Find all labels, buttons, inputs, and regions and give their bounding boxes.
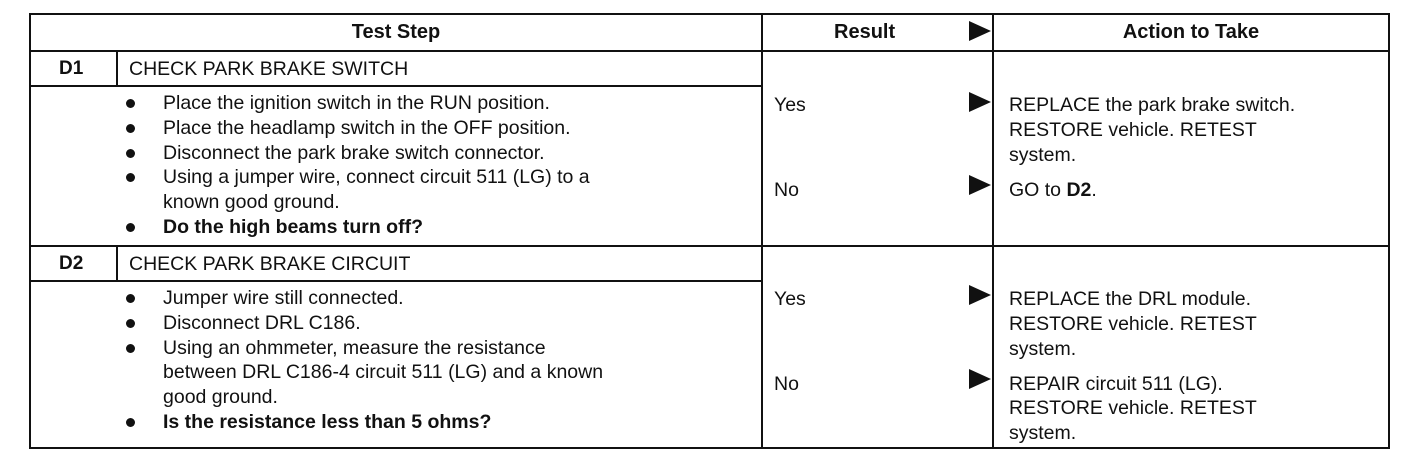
bullet-icon (126, 344, 135, 353)
d2-bullet-3-cont: between DRL C186-4 circuit 511 (LG) and … (163, 361, 604, 383)
d2-bullet-3-cont2: good ground. (163, 386, 278, 408)
bullet-icon (126, 319, 135, 328)
d1-title-divider (31, 85, 761, 87)
d1-bullet-4-cont: known good ground. (163, 191, 340, 213)
d1-result-no: No (774, 179, 799, 201)
header-result: Result (834, 21, 896, 43)
d1-result-yes: Yes (774, 94, 806, 116)
d2-no-action-1: REPAIR circuit 511 (LG). (1009, 373, 1223, 395)
column-divider-action (992, 15, 994, 447)
bullet-icon (126, 173, 135, 182)
step-title-d2: CHECK PARK BRAKE CIRCUIT (129, 253, 411, 275)
step-title-d1: CHECK PARK BRAKE SWITCH (129, 58, 409, 80)
step-id-d2: D2 (59, 253, 84, 274)
diagnostic-table: Test Step Result Action to Take D1 CHECK… (29, 13, 1390, 449)
d2-yes-action-2: RESTORE vehicle. RETEST (1009, 313, 1257, 335)
column-divider-result (761, 15, 763, 447)
header-arrow-icon (969, 21, 991, 41)
d2-no-action-3: system. (1009, 422, 1077, 444)
bullet-icon (126, 223, 135, 232)
d1-bullet-1: Place the ignition switch in the RUN pos… (163, 92, 550, 114)
d1-no-arrow-icon (969, 175, 991, 195)
bullet-icon (126, 418, 135, 427)
d2-result-no: No (774, 373, 799, 395)
d2-no-arrow-icon (969, 369, 991, 389)
d2-bullet-2: Disconnect DRL C186. (163, 312, 361, 334)
bullet-icon (126, 124, 135, 133)
d2-no-action-2: RESTORE vehicle. RETEST (1009, 397, 1257, 419)
header-divider (31, 50, 1388, 52)
d2-title-divider (31, 280, 761, 282)
d2-question: Is the resistance less than 5 ohms? (163, 411, 492, 433)
d2-bullet-3: Using an ohmmeter, measure the resistanc… (163, 337, 546, 359)
d2-result-yes: Yes (774, 288, 806, 310)
header-action: Action to Take (1122, 21, 1260, 43)
d1-yes-action-3: system. (1009, 144, 1077, 166)
bullet-icon (126, 149, 135, 158)
d1-yes-arrow-icon (969, 92, 991, 112)
d2-yes-action-1: REPLACE the DRL module. (1009, 288, 1252, 310)
step-id-d1: D1 (59, 58, 84, 79)
bullet-icon (126, 294, 135, 303)
d2-bullet-1: Jumper wire still connected. (163, 287, 404, 309)
d1-yes-action-1: REPLACE the park brake switch. (1009, 94, 1296, 116)
d2-yes-arrow-icon (969, 285, 991, 305)
bullet-icon (126, 99, 135, 108)
step-id-divider-d2 (116, 245, 118, 282)
d1-yes-action-2: RESTORE vehicle. RETEST (1009, 119, 1257, 141)
d1-no-action: GO to D2. (1009, 179, 1097, 201)
d1-d2-divider (31, 245, 1388, 247)
step-id-divider-d1 (116, 50, 118, 87)
d2-yes-action-3: system. (1009, 338, 1077, 360)
d1-question: Do the high beams turn off? (163, 216, 423, 238)
d1-bullet-4: Using a jumper wire, connect circuit 511… (163, 166, 590, 188)
d1-bullet-2: Place the headlamp switch in the OFF pos… (163, 117, 571, 139)
d1-bullet-3: Disconnect the park brake switch connect… (163, 142, 545, 164)
header-test-step: Test Step (351, 21, 441, 43)
